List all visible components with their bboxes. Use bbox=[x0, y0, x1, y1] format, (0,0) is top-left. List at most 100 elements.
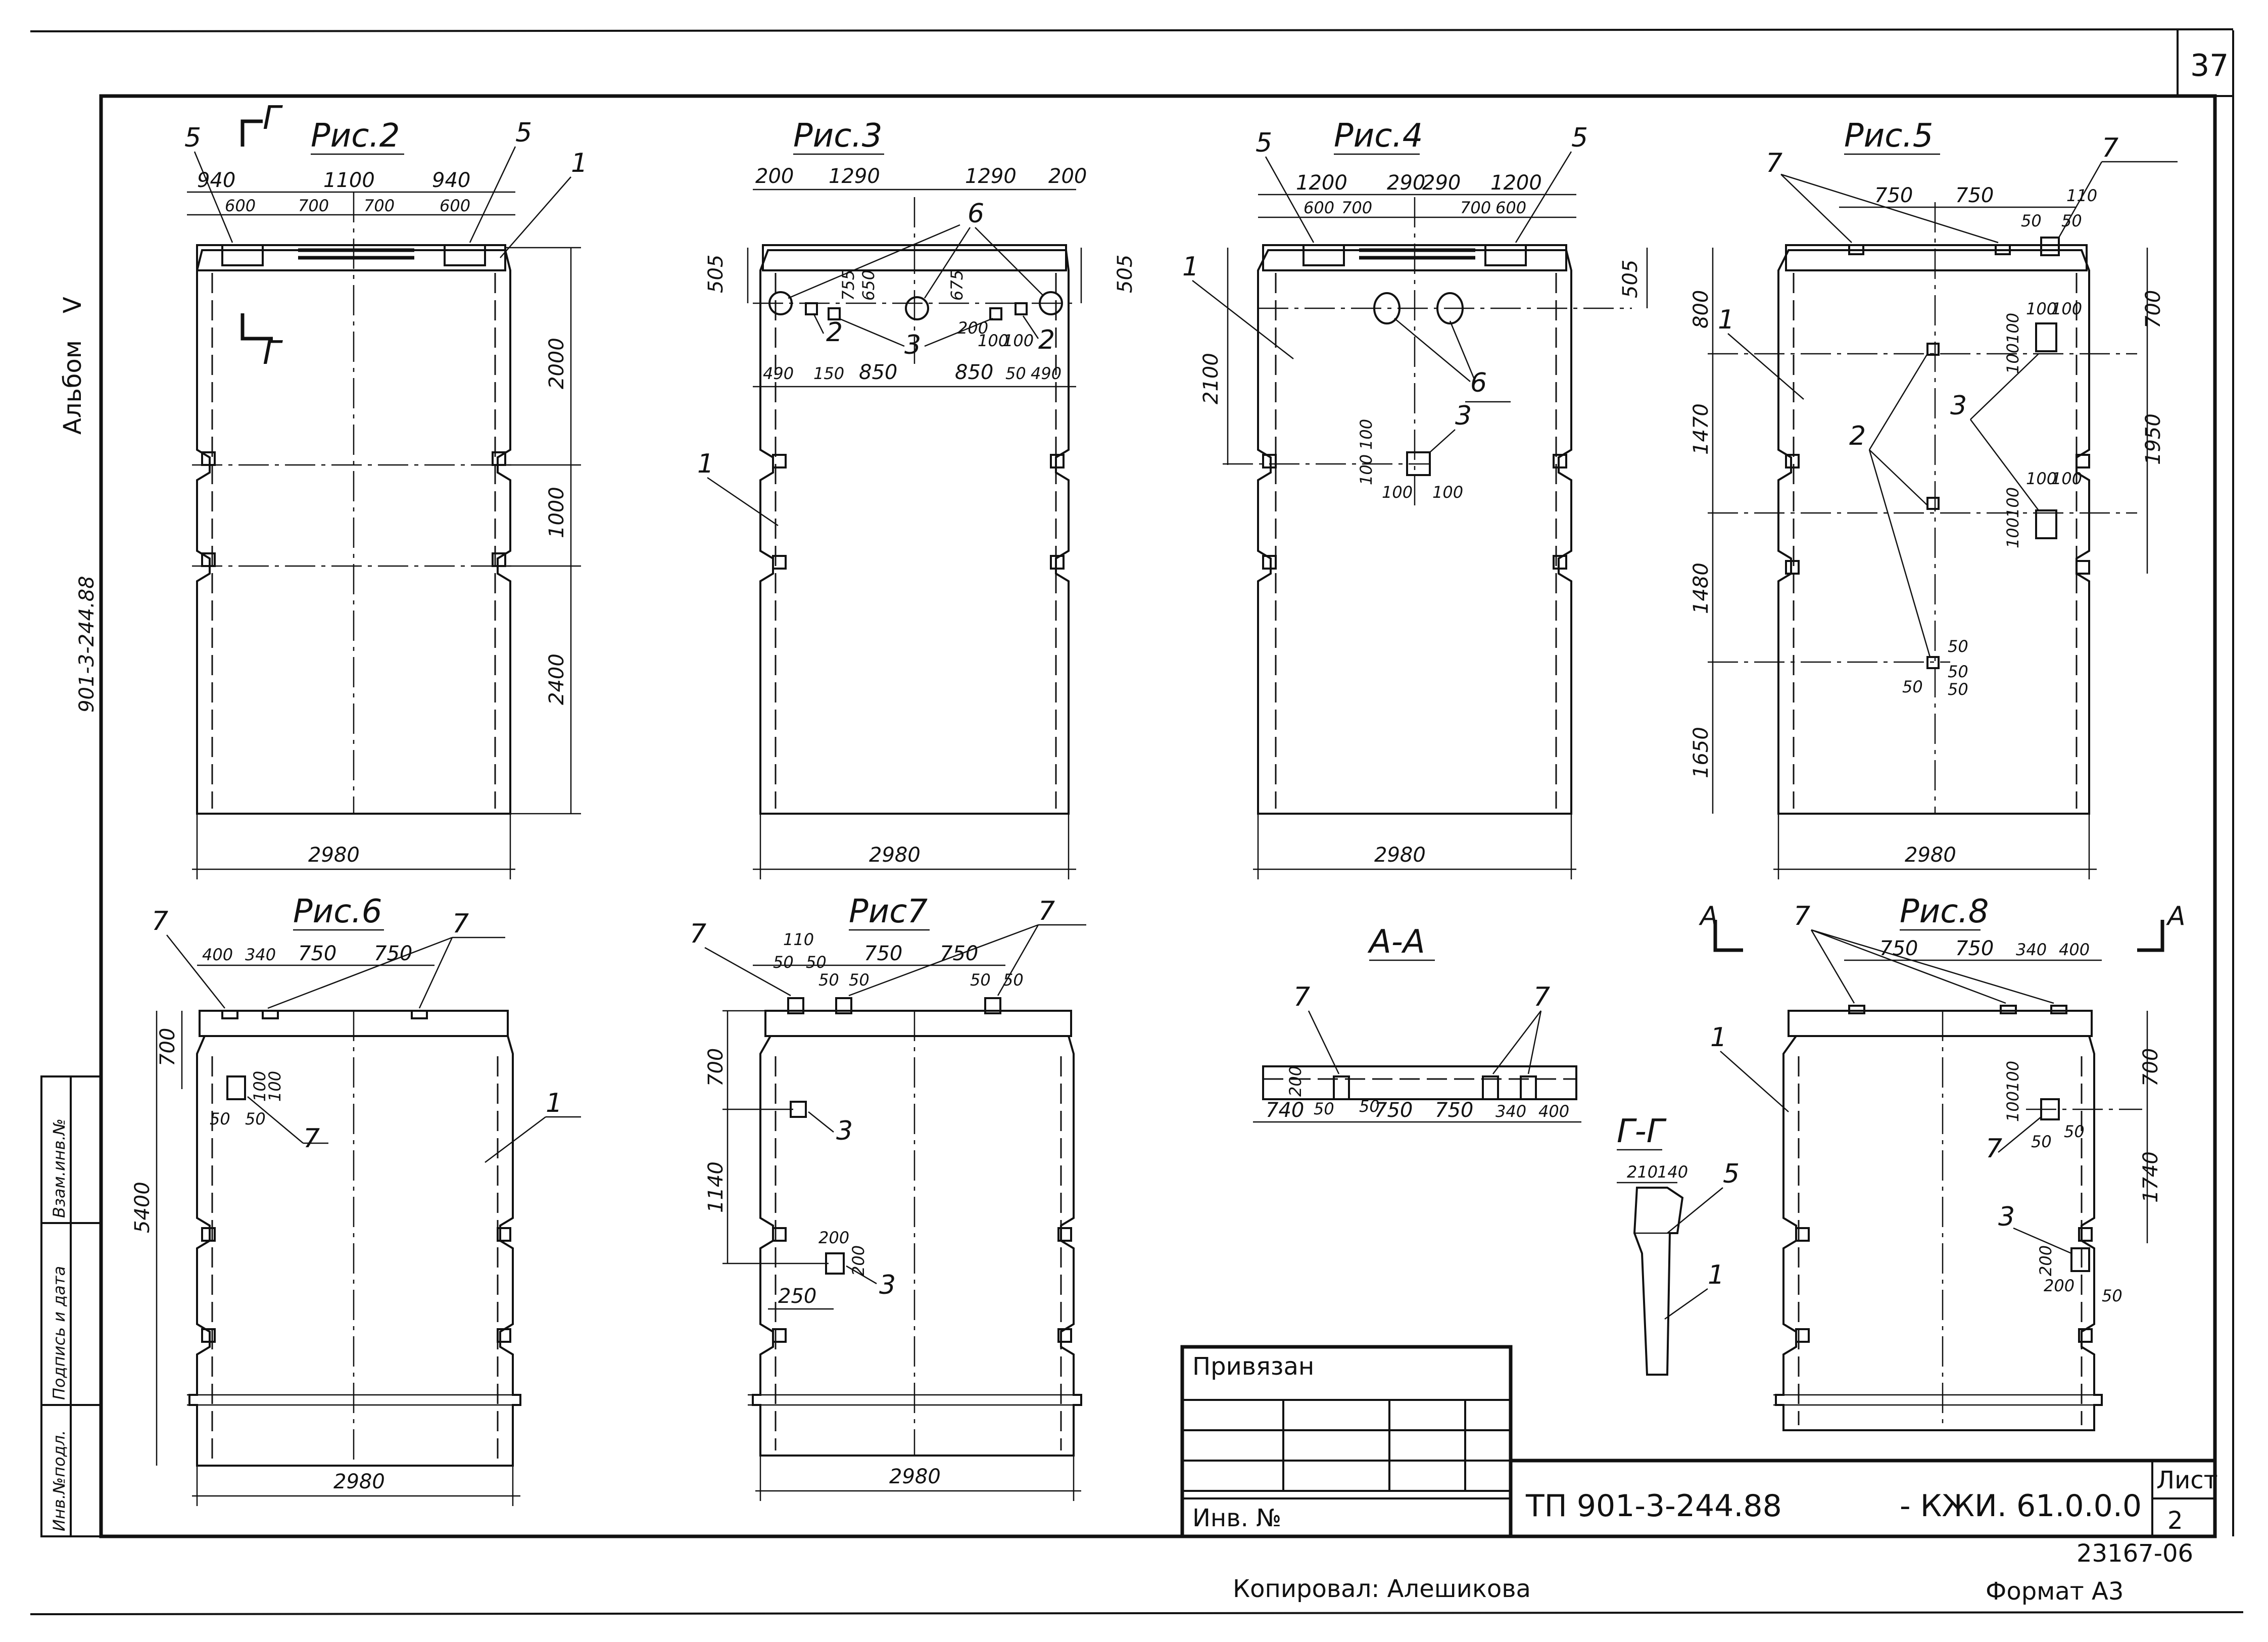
fig7-sub-2: 50 bbox=[806, 953, 827, 972]
fig6-dim-top-3: 750 bbox=[298, 942, 336, 965]
fig5-misc-6: 100 bbox=[2051, 469, 2082, 488]
fig8-leader-7a: 7 bbox=[1794, 901, 1810, 931]
project-code-vertical: 901-3-244.88 bbox=[75, 576, 99, 713]
fig3-dim-misc-5: 100 bbox=[978, 331, 1008, 350]
fig2-dim-top-2: 1100 bbox=[323, 169, 375, 192]
title-doc-suffix: - КЖИ. 61.0.0.0 bbox=[1900, 1488, 2142, 1524]
fig6-dim-top-4: 750 bbox=[374, 942, 412, 965]
fig5-misc-9: 50 bbox=[1948, 637, 1968, 656]
fig4-dim-misc-3: 100 bbox=[1382, 483, 1413, 502]
fig4-dim-sub-1: 600 bbox=[1304, 198, 1334, 217]
fig2-dim-sub-3: 700 bbox=[364, 196, 395, 215]
fig7-title: Рис7 bbox=[849, 893, 928, 930]
figure-7: Рис7 110 750 750 50 50 50 50 50 50 700 bbox=[690, 893, 1086, 1501]
fig7-misc-1: 200 bbox=[818, 1228, 849, 1247]
fig3-width: 2980 bbox=[869, 843, 921, 867]
section-gg: Г-Г 210 140 5 1 bbox=[1617, 1113, 1740, 1376]
fig8-section-mark-right: А bbox=[2166, 901, 2186, 931]
fig3-leader-1: 1 bbox=[697, 449, 714, 479]
fig5-leader-7a: 7 bbox=[1766, 148, 1782, 178]
fig7-leader-7a: 7 bbox=[690, 919, 706, 949]
fig4-dim-misc-1: 100 bbox=[1357, 454, 1376, 485]
fig6-leader-7a: 7 bbox=[152, 906, 168, 936]
fig2-title: Рис.2 bbox=[311, 117, 400, 155]
fig3-dim-misc-2: 650 bbox=[859, 270, 878, 301]
figure-4: Рис.4 1200 290 290 1200 600 700 700 600 … bbox=[1182, 117, 1648, 879]
fig6-dim-top-1: 400 bbox=[202, 945, 233, 964]
fig5-misc-2: 100 bbox=[2051, 299, 2082, 318]
fig8-dim-top-4: 400 bbox=[2059, 940, 2090, 959]
fig6-misc-2: 50 bbox=[245, 1109, 266, 1129]
fig6-misc-3: 100 bbox=[250, 1071, 269, 1102]
section-gg-leader-5: 5 bbox=[1723, 1159, 1740, 1189]
fig2-width: 2980 bbox=[308, 843, 360, 867]
section-aa-dim-1: 740 bbox=[1266, 1099, 1304, 1122]
fig7-dim-top-2: 750 bbox=[864, 942, 902, 965]
fig5-misc-12: 50 bbox=[1948, 680, 1968, 699]
fig6-title: Рис.6 bbox=[293, 893, 382, 930]
figure-5: Рис.5 750 750 110 50 50 800 1470 1480 1 bbox=[1690, 117, 2178, 879]
fig3-dim-top-4: 200 bbox=[1048, 165, 1087, 188]
fig7-dim-left-2: 1140 bbox=[704, 1161, 728, 1213]
section-aa-title: А-А bbox=[1367, 923, 1425, 961]
fig4-dim-misc-2: 100 bbox=[1357, 419, 1376, 450]
fig3-leader-3: 3 bbox=[904, 330, 921, 360]
fig7-sub-4: 50 bbox=[849, 970, 870, 990]
fig8-dim-right-2: 1740 bbox=[2139, 1151, 2162, 1203]
fig3-dim-side-left: 505 bbox=[704, 255, 728, 293]
fig8-leader-7b: 7 bbox=[1986, 1134, 2002, 1164]
fig5-misc-10: 50 bbox=[1948, 662, 1968, 681]
section-aa-dim-5: 400 bbox=[1538, 1102, 1569, 1121]
fig2-dim-h3: 2400 bbox=[545, 653, 568, 705]
fig2-section-mark: Г bbox=[263, 100, 283, 137]
side-stamp: Инв.№подл. Подпись и дата Взам.инв.№ bbox=[40, 1075, 102, 1537]
fig2-leader-a: 5 bbox=[184, 123, 201, 153]
section-aa-dim-3: 750 bbox=[1435, 1099, 1473, 1122]
figure-6: Рис.6 400 340 750 750 700 5400 50 50 100… bbox=[131, 893, 581, 1506]
fig8-misc-3: 50 bbox=[2031, 1132, 2052, 1151]
fig5-dim-left-1: 800 bbox=[1690, 290, 1713, 329]
fig8-leader-3: 3 bbox=[1998, 1202, 2015, 1232]
fig7-sub-1: 50 bbox=[773, 953, 794, 972]
fig8-misc-6: 200 bbox=[2044, 1276, 2074, 1295]
figure-3: Рис.3 200 1290 1290 200 490 150 850 850 … bbox=[697, 117, 1137, 879]
fig6-dim-left-2: 5400 bbox=[131, 1182, 154, 1233]
fig8-misc-1: 100 bbox=[2003, 1091, 2022, 1122]
fig7-width: 2980 bbox=[889, 1465, 941, 1488]
fig5-dim-sub-1: 50 bbox=[2021, 211, 2042, 230]
section-aa-misc-3: 50 bbox=[1359, 1097, 1380, 1116]
fig7-sub-6: 50 bbox=[1003, 970, 1024, 990]
fig6-misc-4: 100 bbox=[265, 1071, 284, 1102]
fig5-leader-2: 2 bbox=[1849, 421, 1866, 451]
fig4-dim-sub-2: 700 bbox=[1341, 198, 1372, 217]
fig2-leader-c: 1 bbox=[571, 148, 588, 178]
section-aa-leader-7b: 7 bbox=[1533, 982, 1550, 1012]
title-privyazan: Привязан bbox=[1192, 1352, 1314, 1381]
fig4-dim-top-3: 290 bbox=[1422, 171, 1461, 195]
fig6-leader-7c: 7 bbox=[303, 1123, 320, 1154]
fig3-dim-side-right: 505 bbox=[1114, 255, 1137, 293]
fig3-dim-misc-6: 100 bbox=[1003, 331, 1034, 350]
fig8-misc-5: 200 bbox=[2036, 1245, 2055, 1276]
section-aa-misc-2: 50 bbox=[1314, 1099, 1334, 1118]
fig7-dim-top-1: 110 bbox=[783, 930, 814, 949]
section-aa-dim-4: 340 bbox=[1495, 1102, 1526, 1121]
fig6-dim-left-1: 700 bbox=[156, 1028, 179, 1066]
fig5-leader-3: 3 bbox=[1950, 391, 1967, 421]
section-gg-leader-1: 1 bbox=[1708, 1260, 1724, 1290]
fig2-section-mark-lower: Г bbox=[263, 335, 283, 372]
fig4-dim-sub-4: 600 bbox=[1495, 198, 1526, 217]
section-aa-dim-2: 750 bbox=[1374, 1099, 1413, 1122]
fig3-dim-bot-3: 850 bbox=[859, 361, 897, 384]
fig5-dim-top-2: 750 bbox=[1955, 184, 1994, 207]
section-gg-dim-2: 140 bbox=[1657, 1162, 1688, 1182]
side-vzam-inv: Взам.инв.№ bbox=[50, 1118, 69, 1218]
fig8-misc-7: 50 bbox=[2102, 1286, 2122, 1305]
fig4-dim-top-4: 1200 bbox=[1490, 171, 1542, 195]
fig7-leader-7b: 7 bbox=[1038, 896, 1055, 926]
fig5-dim-top-1: 750 bbox=[1874, 184, 1913, 207]
fig4-leader-1: 1 bbox=[1182, 252, 1199, 282]
section-aa: А-А 740 750 750 340 400 200 50 50 7 7 bbox=[1253, 923, 1581, 1123]
fig8-misc-2: 100 bbox=[2003, 1061, 2022, 1092]
fig5-misc-7: 100 bbox=[2003, 518, 2022, 548]
